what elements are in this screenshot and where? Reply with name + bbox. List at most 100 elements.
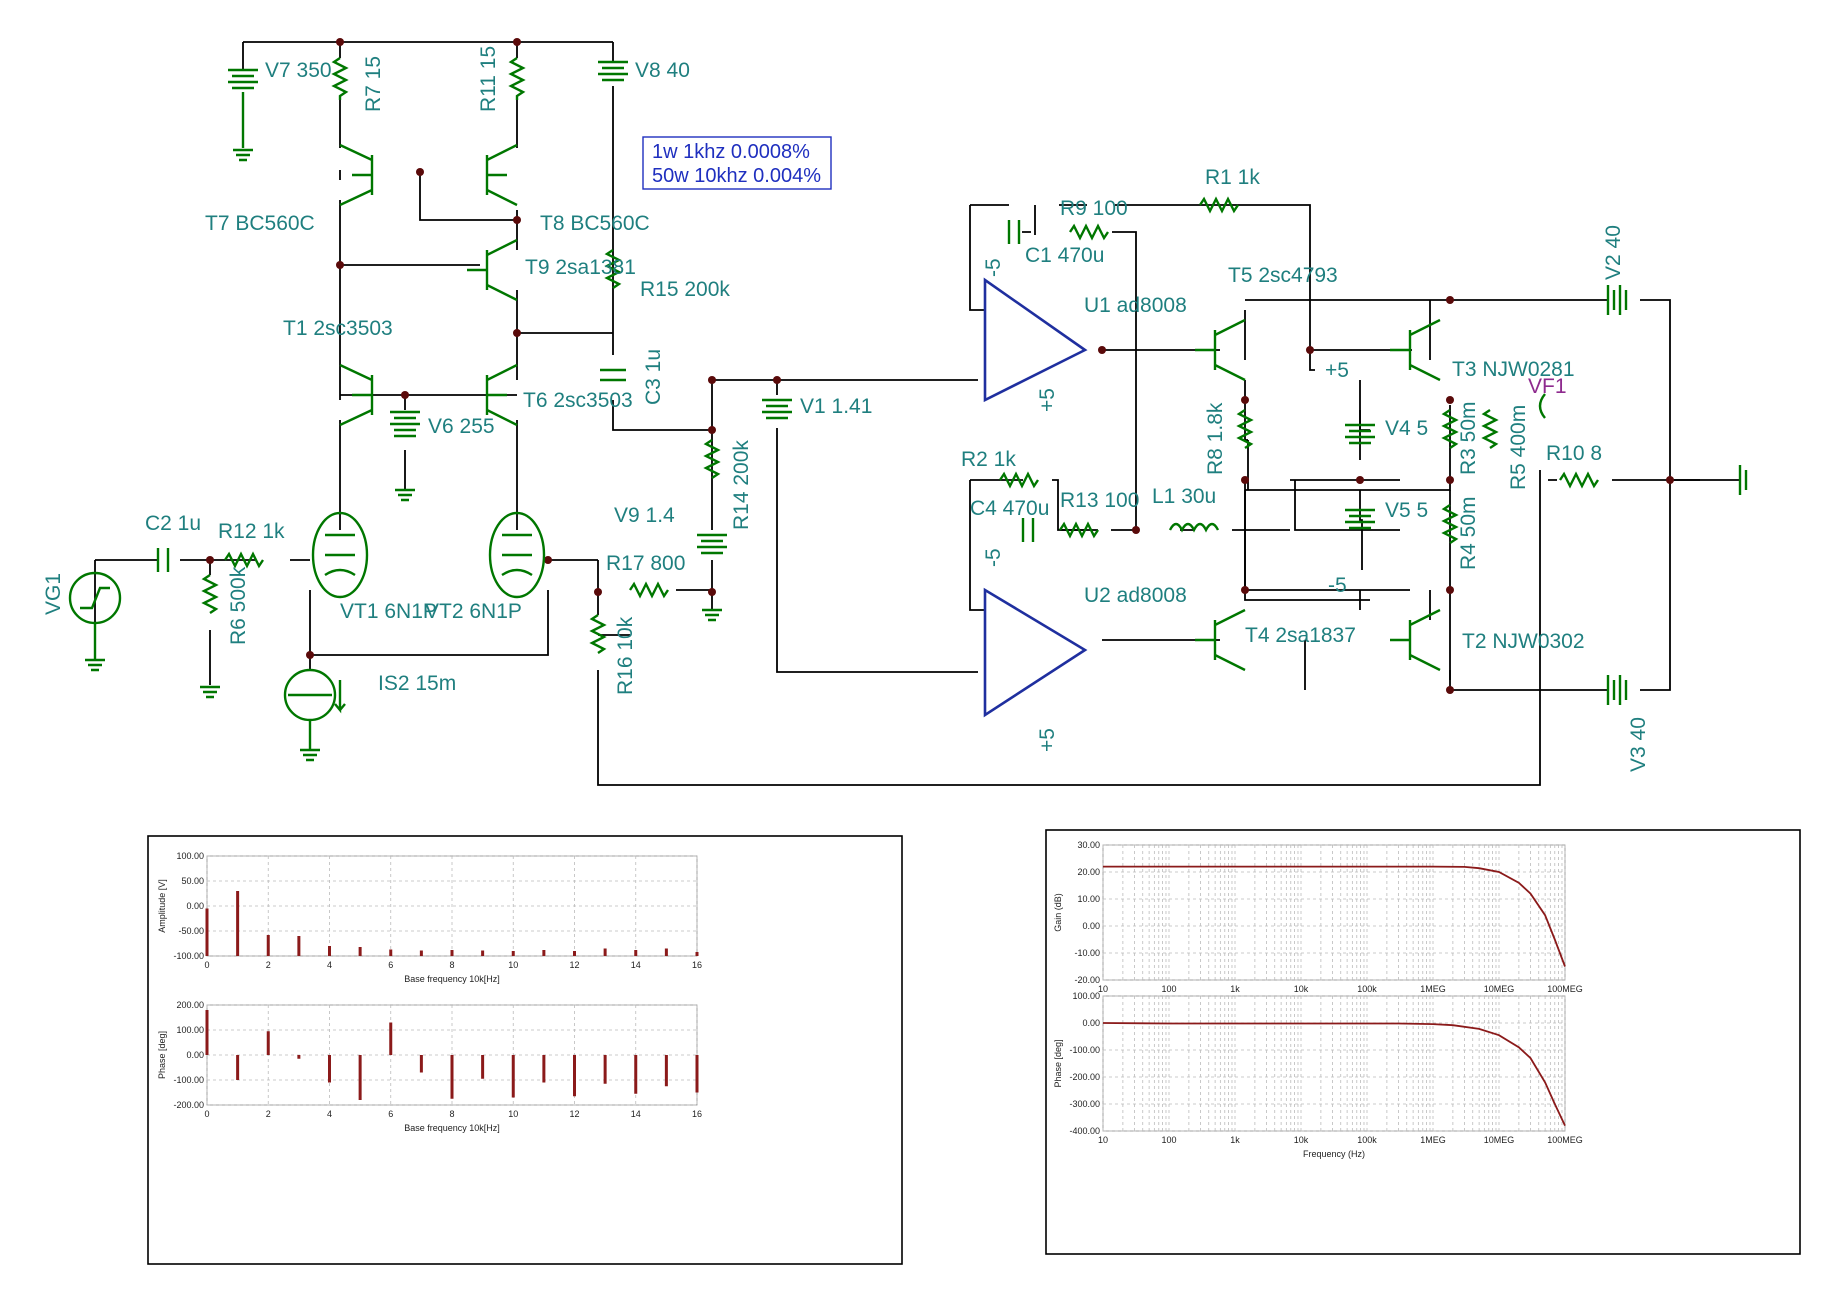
x-tick-label: 100k [1357,984,1377,994]
label-T2: T2 NJW0302 [1462,630,1585,653]
label-V6: V6 255 [428,415,495,438]
x-tick-label: 12 [569,1109,579,1119]
label-R4: R4 50m [1457,496,1480,570]
component-symbols [68,57,1748,762]
y-tick-label: -100.00 [173,1075,204,1085]
y-tick-label: -20.00 [1074,975,1100,985]
label-R16: R16 10k [614,616,637,695]
x-tick-label: 1MEG [1420,1135,1446,1145]
label-m5c: -5 [1328,574,1347,597]
y-tick-label: 50.00 [181,876,204,886]
label-T5: T5 2sc4793 [1228,264,1338,287]
y-tick-label: 30.00 [1077,840,1100,850]
x-tick-label: 10MEG [1484,1135,1515,1145]
note-line-2: 50w 10khz 0.004% [652,165,821,187]
label-R10: R10 8 [1546,442,1602,465]
x-axis-label: Base frequency 10k[Hz] [404,1123,500,1133]
y-tick-label: 0.00 [1082,921,1100,931]
label-C4: C4 470u [970,497,1049,520]
label-C2: C2 1u [145,512,201,535]
label-V3: V3 40 [1627,717,1650,772]
x-axis-label: Frequency (Hz) [1303,1149,1365,1159]
x-tick-label: 16 [692,960,702,970]
y-tick-label: 0.00 [186,1050,204,1060]
y-tick-label: 10.00 [1077,894,1100,904]
label-T6: T6 2sc3503 [523,389,633,412]
label-V7: V7 350 [265,59,332,82]
label-U2: U2 ad8008 [1084,584,1187,607]
note-line-1: 1w 1khz 0.0008% [652,141,810,163]
label-T3: T3 NJW0281 [1452,358,1575,381]
x-tick-label: 1k [1230,984,1240,994]
label-V9: V9 1.4 [614,504,675,527]
x-tick-label: 6 [388,960,393,970]
y-axis-label: Gain (dB) [1053,893,1063,932]
y-tick-label: 0.00 [1082,1018,1100,1028]
x-tick-label: 0 [204,1109,209,1119]
label-R11: R11 15 [477,46,500,112]
label-V5: V5 5 [1385,499,1428,522]
label-T7: T7 BC560C [205,212,315,235]
label-T8: T8 BC560C [540,212,650,235]
response-curve [1103,865,1566,967]
y-tick-label: -300.00 [1069,1099,1100,1109]
x-tick-label: 100k [1357,1135,1377,1145]
x-tick-label: 2 [266,960,271,970]
x-tick-label: 10 [1098,984,1108,994]
x-tick-label: 14 [631,960,641,970]
wires [94,41,1740,786]
label-R9: R9 100 [1060,197,1128,220]
y-tick-label: 200.00 [176,1000,204,1010]
y-axis-label: Amplitude [V] [157,879,167,933]
x-tick-label: 1k [1230,1135,1240,1145]
x-tick-label: 10k [1294,1135,1309,1145]
x-tick-label: 100 [1161,1135,1176,1145]
x-tick-label: 100MEG [1547,1135,1583,1145]
label-L1: L1 30u [1152,485,1216,508]
label-V4: V4 5 [1385,417,1428,440]
x-tick-label: 10 [508,1109,518,1119]
label-m5b: -5 [982,548,1005,567]
x-tick-label: 14 [631,1109,641,1119]
y-axis-label: Phase [deg] [1053,1039,1063,1087]
x-axis-label: Base frequency 10k[Hz] [404,974,500,984]
y-tick-label: -50.00 [178,926,204,936]
label-VT1: VT1 6N1P [340,600,437,623]
x-tick-label: 1MEG [1420,984,1446,994]
label-V1: V1 1.41 [800,395,872,418]
y-tick-label: -200.00 [173,1100,204,1110]
x-tick-label: 10 [508,960,518,970]
label-R6: R6 500k [227,566,250,645]
junctions [206,38,1674,694]
x-tick-label: 2 [266,1109,271,1119]
label-R3: R3 50m [1457,401,1480,475]
y-tick-label: 100.00 [1072,991,1100,1001]
label-V8: V8 40 [635,59,690,82]
label-p5c: +5 [1325,359,1349,382]
x-tick-label: 10MEG [1484,984,1515,994]
label-V2: V2 40 [1602,225,1625,280]
label-R17: R17 800 [606,552,685,575]
label-C1: C1 470u [1025,244,1104,267]
y-tick-label: -100.00 [173,951,204,961]
label-R7: R7 15 [362,56,385,112]
label-m5a: -5 [982,258,1005,277]
label-R5: R5 400m [1507,405,1530,490]
label-IS2: IS2 15m [378,672,456,695]
x-tick-label: 4 [327,1109,332,1119]
x-tick-label: 100MEG [1547,984,1583,994]
x-tick-label: 16 [692,1109,702,1119]
label-R13: R13 100 [1060,489,1139,512]
x-tick-label: 8 [449,960,454,970]
x-tick-label: 100 [1161,984,1176,994]
y-tick-label: -400.00 [1069,1126,1100,1136]
x-tick-label: 6 [388,1109,393,1119]
label-VF1: VF1 [1528,375,1567,398]
phase-bode-chart: 100.000.00-100.00-200.00-300.00-400.0010… [1053,991,1583,1159]
